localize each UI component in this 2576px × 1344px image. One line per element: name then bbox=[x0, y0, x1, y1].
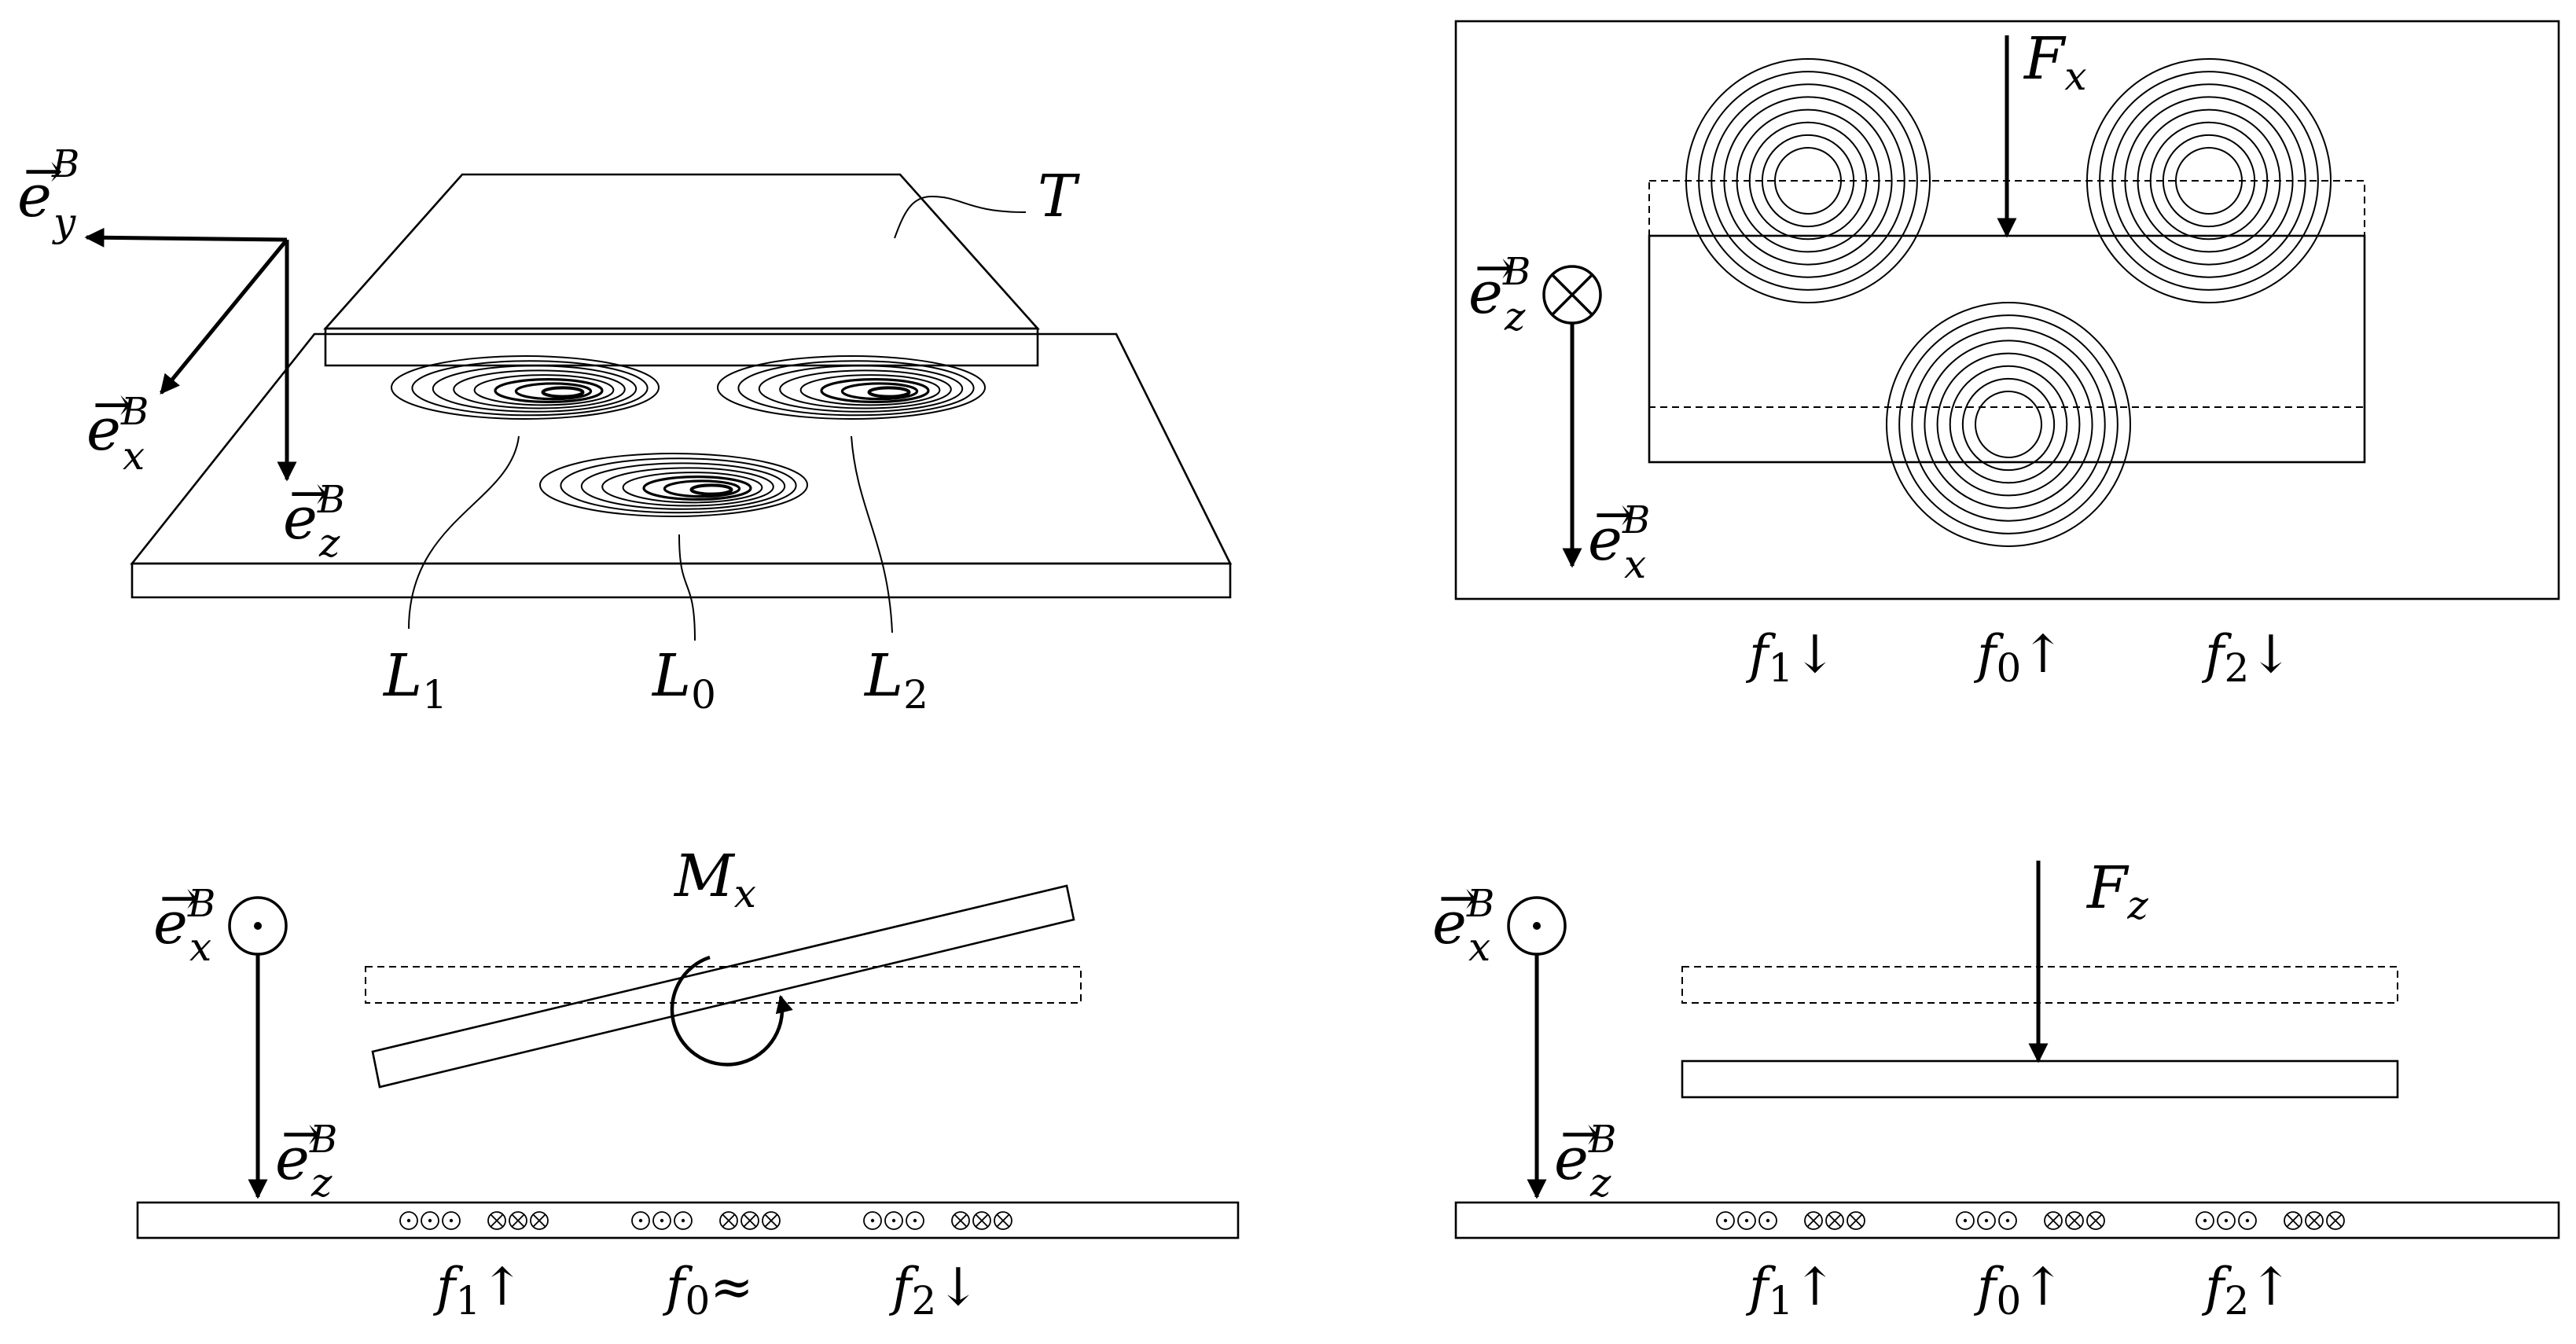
svg-text:e: e bbox=[275, 1126, 310, 1193]
panel-top-left: T L1 L0 L2 e → B y e → B x e → B z bbox=[17, 142, 1233, 718]
sensor-board bbox=[136, 1201, 1240, 1239]
svg-text:e: e bbox=[1432, 890, 1467, 957]
svg-text:→: → bbox=[1560, 1107, 1600, 1162]
svg-text:y: y bbox=[52, 200, 76, 245]
freq-f1: f1↑ bbox=[1745, 1257, 1837, 1324]
coil-cross-section-f0 bbox=[631, 1211, 781, 1230]
axis-label-ex: e → B x bbox=[1588, 487, 1650, 587]
freq-f2: f2↓ bbox=[888, 1257, 980, 1324]
coil-f0 bbox=[1886, 302, 2131, 547]
label-t: T bbox=[1038, 163, 1080, 230]
axis-label-ez: e → B z bbox=[1468, 241, 1531, 340]
svg-text:B: B bbox=[309, 1118, 337, 1162]
label-l1: L1 bbox=[382, 642, 447, 718]
axis-label-ex: e → B x bbox=[1432, 871, 1494, 970]
svg-text:z: z bbox=[311, 1160, 333, 1206]
leader-t bbox=[894, 195, 1027, 239]
svg-text:e: e bbox=[1468, 259, 1503, 327]
svg-text:B: B bbox=[1588, 1118, 1616, 1162]
coil-cross-section-f1 bbox=[399, 1211, 549, 1230]
svg-text:e: e bbox=[283, 485, 318, 553]
svg-text:e: e bbox=[1588, 506, 1622, 574]
svg-text:B: B bbox=[1502, 250, 1531, 294]
svg-text:→: → bbox=[1594, 487, 1633, 542]
coil-cross-section-f2 bbox=[863, 1211, 1012, 1230]
svg-text:B: B bbox=[1622, 498, 1650, 542]
frame bbox=[1454, 20, 2560, 600]
leader-l1 bbox=[408, 435, 520, 630]
coil-cross-section-f2 bbox=[2196, 1211, 2345, 1230]
target-rest-position bbox=[365, 966, 1082, 1004]
freq-f2: f2↑ bbox=[2201, 1257, 2293, 1324]
freq-f0: f0≈ bbox=[662, 1257, 754, 1324]
coil-f2 bbox=[2086, 58, 2332, 303]
label-mx: Mx bbox=[673, 843, 756, 916]
label-l2: L2 bbox=[863, 642, 928, 718]
axis-label-ex: e → B x bbox=[153, 871, 215, 970]
label-fx: Fx bbox=[2023, 25, 2087, 99]
panel-top-right: Fx e → B z e → B x f1↓ f0↑ f2↓ bbox=[1454, 20, 2560, 691]
leader-l2 bbox=[851, 435, 893, 633]
svg-text:e: e bbox=[17, 163, 52, 230]
moment-arrow bbox=[670, 955, 793, 1067]
svg-text:B: B bbox=[120, 390, 149, 434]
freq-f0: f0↑ bbox=[1973, 624, 2065, 691]
svg-text:B: B bbox=[1466, 882, 1494, 926]
svg-text:z: z bbox=[318, 520, 340, 566]
svg-text:B: B bbox=[317, 478, 345, 522]
svg-text:e: e bbox=[86, 396, 121, 464]
sensor-board bbox=[1454, 1201, 2560, 1239]
coil-f1 bbox=[1685, 58, 1931, 303]
label-l0: L0 bbox=[651, 642, 716, 718]
svg-text:e: e bbox=[153, 890, 188, 957]
axis-out-of-page-icon bbox=[228, 896, 288, 956]
freq-f2: f2↓ bbox=[2201, 624, 2293, 691]
svg-text:→: → bbox=[160, 871, 199, 926]
freq-f1: f1↑ bbox=[432, 1257, 524, 1324]
svg-text:→: → bbox=[1439, 871, 1478, 926]
axis-label-ex: e → B x bbox=[86, 377, 149, 479]
target-lowered bbox=[1681, 1059, 2399, 1099]
svg-text:x: x bbox=[1624, 542, 1646, 587]
svg-text:x: x bbox=[1468, 924, 1490, 970]
freq-f1: f1↓ bbox=[1745, 624, 1837, 691]
svg-text:→: → bbox=[1475, 241, 1514, 296]
svg-text:→: → bbox=[281, 1107, 321, 1162]
axis-label-ez: e → B z bbox=[275, 1107, 337, 1206]
coil-l0 bbox=[539, 453, 808, 517]
freq-f0: f0↑ bbox=[1973, 1257, 2065, 1324]
svg-text:→: → bbox=[289, 466, 329, 521]
svg-text:e: e bbox=[1554, 1126, 1589, 1193]
panel-bottom-right: Fz e → B x e → B z f1↑ f0↑ f2↑ bbox=[1432, 854, 2560, 1324]
leader-l0 bbox=[678, 534, 696, 641]
axis-label-ez: e → B z bbox=[1554, 1107, 1616, 1206]
svg-text:B: B bbox=[51, 142, 79, 186]
label-fz: Fz bbox=[2085, 854, 2148, 928]
coordinate-triad bbox=[84, 227, 297, 482]
svg-text:x: x bbox=[123, 433, 145, 479]
svg-text:x: x bbox=[189, 924, 211, 970]
axis-out-of-page-icon bbox=[1507, 896, 1567, 956]
axis-label-ey: e → B y bbox=[17, 142, 79, 245]
axis-label-ez: e → B z bbox=[283, 466, 345, 566]
panel-bottom-left: Mx e → B x e → B z f1↑ f0≈ f2↓ bbox=[136, 843, 1240, 1324]
coil-l1 bbox=[391, 355, 660, 420]
coil-cross-section-f1 bbox=[1716, 1211, 1865, 1230]
coil-l2 bbox=[717, 355, 986, 420]
target-plate bbox=[323, 173, 1040, 367]
svg-text:z: z bbox=[1504, 294, 1526, 340]
svg-text:→: → bbox=[24, 144, 63, 199]
svg-text:→: → bbox=[93, 377, 132, 432]
base-plate bbox=[130, 332, 1233, 599]
axis-into-page-icon bbox=[1542, 265, 1602, 325]
svg-text:z: z bbox=[1589, 1160, 1611, 1206]
svg-text:B: B bbox=[187, 882, 215, 926]
coil-cross-section-f0 bbox=[1956, 1211, 2105, 1230]
target-tilted bbox=[371, 884, 1075, 1089]
target-shifted bbox=[1648, 234, 2366, 464]
